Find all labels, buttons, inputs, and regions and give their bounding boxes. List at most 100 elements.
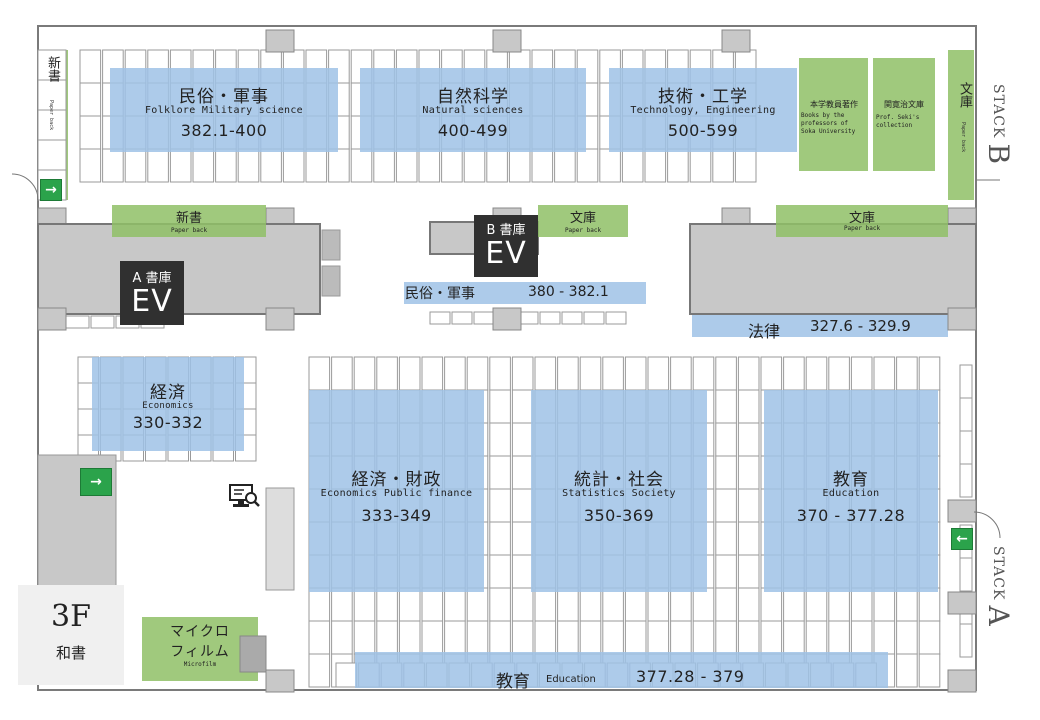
bookshelf	[398, 587, 421, 622]
paperback-right-label: 文庫	[957, 82, 972, 108]
bookshelf	[715, 356, 737, 391]
bookshelf	[534, 620, 557, 655]
bookshelf	[579, 620, 602, 655]
bookshelf	[557, 587, 579, 622]
bookshelf	[760, 587, 783, 622]
natural-english: Natural sciences	[422, 105, 524, 116]
microfilm-label-1: マイクロ	[170, 624, 230, 640]
bookshelf	[737, 554, 760, 589]
microfilm-english: Microfilm	[183, 661, 217, 668]
bookshelf	[398, 356, 421, 391]
bookshelf	[760, 620, 783, 655]
bookshelf	[489, 521, 511, 556]
bookshelf	[737, 356, 760, 391]
pillar	[492, 307, 522, 331]
bookshelf	[353, 620, 376, 655]
floor-label: 和書	[55, 644, 86, 662]
bookshelf	[335, 662, 358, 688]
economics-english: Economics	[142, 401, 194, 411]
bookshelf	[65, 315, 90, 329]
bookshelf	[692, 356, 715, 391]
bookshelf	[511, 620, 534, 655]
seki-english: Prof. Seki's collection	[876, 114, 920, 129]
bookshelf	[918, 587, 941, 622]
bookshelf	[486, 148, 508, 183]
education-label: 教育	[833, 470, 869, 490]
bookshelf	[647, 620, 670, 655]
bookshelf	[959, 364, 973, 399]
bookshelf	[873, 620, 896, 655]
bookshelf	[557, 356, 579, 391]
bookshelf	[328, 148, 350, 183]
bookshelf	[850, 620, 873, 655]
stack-a-sign: STACK A	[982, 546, 1015, 626]
bookshelf	[489, 587, 511, 622]
paperback-shinsho-zone	[112, 205, 266, 237]
bookshelf	[624, 587, 647, 622]
bookshelf	[489, 488, 511, 523]
bookshelf	[79, 148, 102, 183]
law-range: 327.6 - 329.9	[810, 317, 911, 335]
bookshelf	[308, 620, 331, 655]
bookshelf	[760, 356, 783, 391]
door-block	[321, 265, 341, 297]
bookshelf	[331, 587, 353, 622]
bookshelf	[489, 389, 511, 424]
bookshelf	[511, 356, 534, 391]
natural-range: 400-499	[437, 121, 509, 140]
bookshelf	[308, 356, 331, 391]
stack-a-letter: A	[982, 605, 1015, 626]
folklore-b-range: 380 - 382.1	[528, 284, 609, 300]
pillar	[721, 29, 751, 53]
bookshelf	[715, 521, 737, 556]
bookshelf	[557, 620, 579, 655]
bookshelf	[79, 49, 102, 84]
education-range: 370 - 377.28	[796, 506, 906, 525]
bookshelf	[511, 455, 534, 490]
bookshelf	[647, 587, 670, 622]
pillar	[947, 307, 977, 331]
outer-wall	[37, 25, 977, 691]
bookshelf	[237, 148, 260, 183]
bookshelf	[511, 587, 534, 622]
pillar	[947, 499, 977, 523]
search-terminal-icon[interactable]	[228, 483, 260, 513]
bookshelf	[79, 82, 102, 117]
bookshelf	[850, 356, 873, 391]
technology-range: 500-599	[667, 121, 739, 140]
bookshelf	[692, 587, 715, 622]
bookshelf	[305, 148, 328, 183]
bookshelf	[599, 148, 621, 183]
pillar	[37, 307, 67, 331]
elevator-b-label: B 書庫	[486, 223, 526, 238]
bookshelf	[644, 148, 667, 183]
statistics-label: 統計・社会	[574, 470, 664, 490]
bookshelf	[441, 148, 463, 183]
bookshelf	[715, 587, 737, 622]
bookshelf	[734, 148, 757, 183]
law-zone	[692, 315, 948, 337]
education-bottom-range: 377.28 - 379	[636, 667, 745, 686]
bookshelf	[828, 356, 850, 391]
bookshelf	[79, 115, 102, 150]
bookshelf	[331, 620, 353, 655]
pillar	[265, 307, 295, 331]
bookshelf	[576, 148, 599, 183]
education-bottom-zone	[355, 652, 888, 688]
economics-zone	[92, 357, 244, 451]
statistics-english: Statistics Society	[562, 488, 676, 499]
bookshelf	[466, 620, 489, 655]
folklore-b-label: 民俗・軍事	[405, 286, 475, 302]
bookshelf	[715, 389, 737, 424]
elevator-a-label: A 書庫	[132, 271, 172, 286]
bookshelf	[511, 521, 534, 556]
bookshelf	[451, 311, 473, 325]
bookshelf	[376, 620, 398, 655]
bookshelf	[169, 148, 192, 183]
bookshelf	[737, 455, 760, 490]
bookshelf	[828, 620, 850, 655]
bookshelf	[737, 488, 760, 523]
bookshelf	[783, 620, 805, 655]
door-swing	[11, 173, 39, 201]
bookshelf	[398, 620, 421, 655]
